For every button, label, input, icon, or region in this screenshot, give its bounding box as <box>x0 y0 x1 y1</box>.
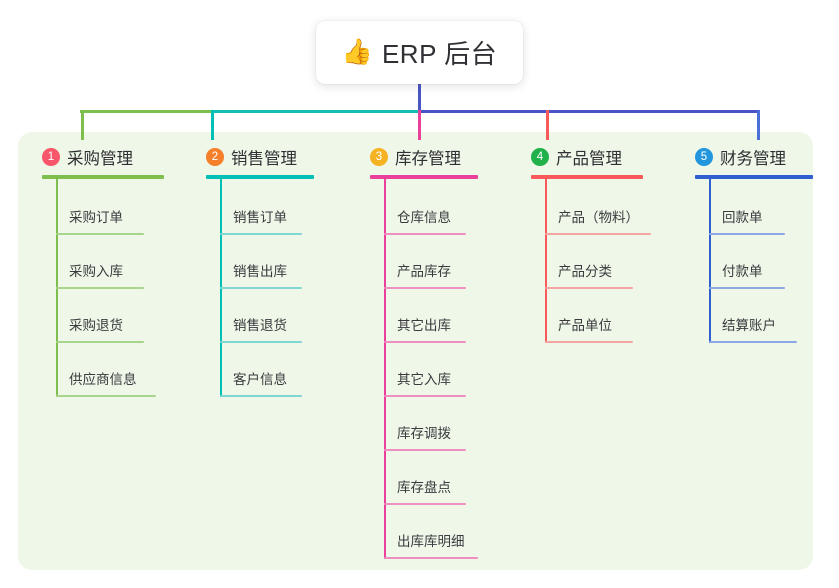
branch-item-underline <box>384 557 478 559</box>
branch-item-underline <box>56 287 144 289</box>
branch-item-underline <box>709 233 785 235</box>
branch-item-label: 销售订单 <box>233 210 287 225</box>
branch-header-4[interactable]: 4 产品管理 <box>509 144 669 170</box>
connector-drop-1 <box>81 110 84 140</box>
branch-item-underline <box>709 341 797 343</box>
thumbs-up-icon: 👍 <box>341 38 373 66</box>
branch-item-label: 其它出库 <box>397 318 451 333</box>
branch-item-underline <box>709 287 785 289</box>
branch-item-label: 采购退货 <box>69 318 123 333</box>
branch-item-label: 结算账户 <box>722 318 776 333</box>
branch-item-underline <box>384 233 466 235</box>
diagram-panel <box>18 132 813 570</box>
branch-title-4: 产品管理 <box>556 150 622 168</box>
branch-item-label: 销售出库 <box>233 264 287 279</box>
branch-badge-2: 2 <box>206 148 224 166</box>
connector-bar-teal <box>212 110 419 113</box>
connector-bar-purple <box>419 110 760 113</box>
branch-title-2: 销售管理 <box>231 150 297 168</box>
branch-item-label: 产品库存 <box>397 264 451 279</box>
branch-item-label: 其它入库 <box>397 372 451 387</box>
branch-item-label: 库存盘点 <box>397 480 451 495</box>
root-trunk-line <box>418 84 421 113</box>
branch-underline-3 <box>370 175 478 179</box>
branch-badge-5: 5 <box>695 148 713 166</box>
branch-item-underline <box>220 233 302 235</box>
branch-column-5: 5 财务管理回款单付款单结算账户 <box>673 144 833 343</box>
branch-spine-3 <box>384 179 386 559</box>
branch-column-3: 3 库存管理仓库信息产品库存其它出库其它入库库存调拨库存盘点出库库明细 <box>348 144 508 559</box>
connector-bar-green <box>80 110 212 113</box>
branch-item-label: 采购订单 <box>69 210 123 225</box>
branch-header-3[interactable]: 3 库存管理 <box>348 144 508 170</box>
branch-column-2: 2 销售管理销售订单销售出库销售退货客户信息 <box>184 144 344 397</box>
branch-column-1: 1 采购管理采购订单采购入库采购退货供应商信息 <box>20 144 180 397</box>
branch-item-underline <box>545 341 633 343</box>
connector-drop-2 <box>211 110 214 140</box>
branch-item-underline <box>384 395 466 397</box>
branch-item-underline <box>384 341 466 343</box>
branch-underline-1 <box>42 175 164 179</box>
branch-item-label: 产品单位 <box>558 318 612 333</box>
branch-item-label: 出库库明细 <box>397 534 465 549</box>
branch-spine-5 <box>709 179 711 343</box>
branch-badge-1: 1 <box>42 148 60 166</box>
branch-title-3: 库存管理 <box>395 150 461 168</box>
root-node-inner: 👍 ERP 后台 <box>342 34 497 71</box>
branch-column-4: 4 产品管理产品（物料） 产品分类产品单位 <box>509 144 669 343</box>
branch-header-5[interactable]: 5 财务管理 <box>673 144 833 170</box>
branch-header-2[interactable]: 2 销售管理 <box>184 144 344 170</box>
branch-item-underline <box>545 233 651 235</box>
branch-item-label: 产品（物料） <box>558 210 639 225</box>
branch-item-underline <box>384 449 466 451</box>
root-node-title: ERP 后台 <box>381 39 498 69</box>
branch-title-1: 采购管理 <box>67 150 133 168</box>
branch-item-underline <box>56 233 144 235</box>
branch-item-label: 产品分类 <box>558 264 612 279</box>
branch-header-1[interactable]: 1 采购管理 <box>20 144 180 170</box>
branch-item-label: 客户信息 <box>233 372 287 387</box>
branch-underline-2 <box>206 175 314 179</box>
branch-spine-4 <box>545 179 547 343</box>
branch-item-underline <box>220 395 302 397</box>
branch-item-underline <box>220 341 302 343</box>
branch-underline-5 <box>695 175 813 179</box>
branch-item-label: 供应商信息 <box>69 372 137 387</box>
connector-drop-5 <box>757 110 760 140</box>
branch-item-label: 回款单 <box>722 210 763 225</box>
branch-badge-4: 4 <box>531 148 549 166</box>
branch-title-5: 财务管理 <box>720 150 786 168</box>
branch-item-label: 付款单 <box>722 264 763 279</box>
branch-item-underline <box>384 287 466 289</box>
branch-item-label: 销售退货 <box>233 318 287 333</box>
branch-item-underline <box>220 287 302 289</box>
branch-item-label: 仓库信息 <box>397 210 451 225</box>
branch-item-underline <box>56 395 156 397</box>
branch-item-underline <box>545 287 633 289</box>
connector-drop-4 <box>546 110 549 140</box>
branch-badge-3: 3 <box>370 148 388 166</box>
branch-item-label: 库存调拨 <box>397 426 451 441</box>
branch-underline-4 <box>531 175 643 179</box>
root-node-card[interactable]: 👍 ERP 后台 <box>316 21 523 84</box>
connector-drop-3 <box>418 110 421 140</box>
branch-item-label: 采购入库 <box>69 264 123 279</box>
branch-item-underline <box>384 503 466 505</box>
branch-item-underline <box>56 341 144 343</box>
